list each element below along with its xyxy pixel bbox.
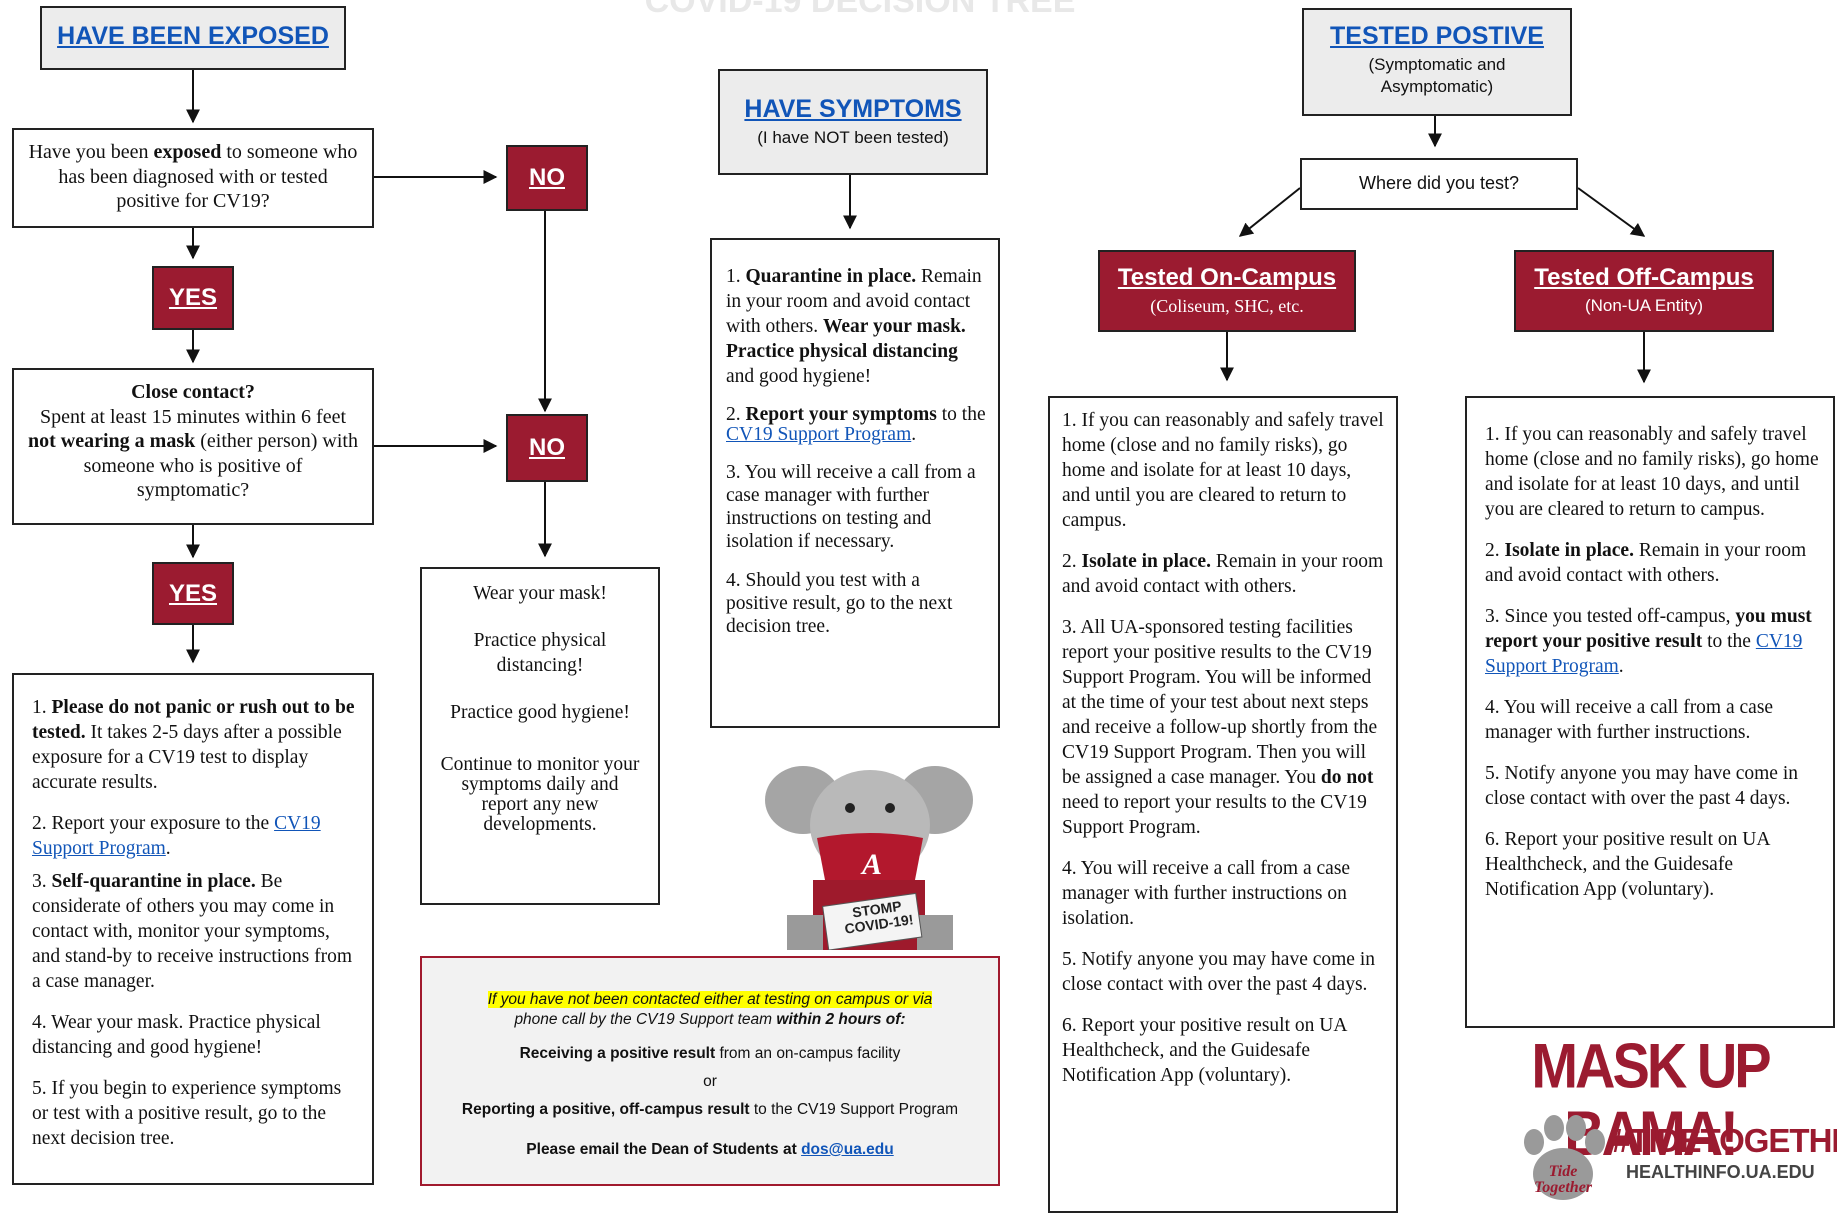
symptoms-header-box: HAVE SYMPTOMS (I have NOT been tested) bbox=[718, 69, 988, 175]
close-contact-title: Close contact? bbox=[131, 381, 255, 403]
q1-bold: exposed bbox=[153, 141, 222, 163]
exposed-step-2: 2. Report your exposure to the CV19 Supp… bbox=[32, 813, 321, 859]
advice-monitor: Continue to monitor your symptoms daily … bbox=[440, 754, 640, 835]
no-button-1[interactable]: NO bbox=[506, 145, 588, 211]
arrow-where-to-off bbox=[1577, 187, 1646, 237]
advice-distancing: Practice physical distancing! bbox=[473, 630, 607, 676]
yes-label-2: YES bbox=[168, 580, 218, 607]
tested-off-campus-button[interactable]: Tested Off-Campus (Non-UA Entity) bbox=[1514, 250, 1774, 332]
q1-text: Have you been bbox=[28, 141, 154, 163]
positive-sub-1: (Symptomatic and bbox=[1368, 55, 1506, 74]
symptoms-sub: (I have NOT been tested) bbox=[757, 128, 949, 147]
symptoms-step-1: 1. Quarantine in place. Remain in your r… bbox=[726, 266, 982, 387]
notice-item-1: Receiving a positive result from an on-c… bbox=[519, 1045, 901, 1062]
q2-text: Spent at least 15 minutes within 6 feet bbox=[39, 405, 347, 428]
off-campus-step-2: 2. Isolate in place. Remain in your room… bbox=[1485, 540, 1807, 586]
exposed-step-1: 1. Please do not panic or rush out to be… bbox=[32, 697, 355, 793]
elephant-mascot-image: A STOMP COVID-19! bbox=[755, 760, 985, 951]
yes-button-2[interactable]: YES bbox=[152, 562, 234, 625]
on-campus-step-4: 4. You will receive a call from a case m… bbox=[1062, 858, 1351, 929]
notice-item-2: Reporting a positive, off-campus result … bbox=[461, 1101, 959, 1118]
no-advice-box: Wear your mask! Practice physical distan… bbox=[420, 567, 660, 905]
off-campus-header: Tested Off-Campus bbox=[1534, 264, 1754, 291]
exposed-header: HAVE BEEN EXPOSED bbox=[57, 22, 329, 50]
on-campus-step-1: 1. If you can reasonably and safely trav… bbox=[1062, 410, 1384, 531]
yes-label-1: YES bbox=[168, 284, 218, 311]
symptoms-step-4: 4. Should you test with a positive resul… bbox=[726, 570, 953, 637]
notice-email-line: Please email the Dean of Students at dos… bbox=[526, 1141, 894, 1158]
exposed-question-box: Have you been exposed to someone who has… bbox=[12, 128, 374, 228]
exposed-steps-box: 1. Please do not panic or rush out to be… bbox=[12, 673, 374, 1185]
advice-mask: Wear your mask! bbox=[473, 583, 607, 604]
exposed-step-3: 3. Self-quarantine in place. Be consider… bbox=[32, 871, 353, 992]
dean-notice-box: If you have not been contacted either at… bbox=[420, 956, 1000, 1186]
notice-line-1: If you have not been contacted either at… bbox=[487, 991, 933, 1008]
symptoms-step-2: 2. Report your symptoms to the CV19 Supp… bbox=[726, 404, 986, 445]
cv19-support-link-1[interactable]: CV19 Support Program bbox=[32, 813, 321, 859]
no-button-2[interactable]: NO bbox=[506, 414, 588, 482]
mask-up-bama-logo: MASK UP BAMA! bbox=[1531, 1030, 1771, 1169]
exposed-step-5: 5. If you begin to experience symptoms o… bbox=[32, 1078, 342, 1149]
q2-text-end: (either person) with someone who is posi… bbox=[83, 430, 358, 501]
exposed-header-box: HAVE BEEN EXPOSED bbox=[40, 6, 346, 70]
positive-header: TESTED POSTIVE bbox=[1330, 22, 1544, 50]
exposed-step-4: 4. Wear your mask. Practice physical dis… bbox=[32, 1012, 321, 1058]
script-a-logo: A bbox=[861, 848, 882, 881]
symptoms-header: HAVE SYMPTOMS bbox=[744, 95, 962, 123]
off-campus-step-4: 4. You will receive a call from a case m… bbox=[1485, 697, 1774, 743]
yes-button-1[interactable]: YES bbox=[152, 266, 234, 330]
where-tested-box: Where did you test? bbox=[1300, 158, 1578, 210]
no-label-2: NO bbox=[529, 434, 565, 461]
on-campus-step-6: 6. Report your positive result on UA Hea… bbox=[1062, 1015, 1347, 1086]
cv19-support-link-2[interactable]: CV19 Support Program bbox=[726, 424, 912, 445]
cv19-support-link-3[interactable]: CV19 Support Program bbox=[1485, 631, 1803, 677]
off-campus-step-1: 1. If you can reasonably and safely trav… bbox=[1485, 424, 1819, 520]
advice-hygiene: Practice good hygiene! bbox=[450, 702, 630, 723]
on-campus-steps-box: 1. If you can reasonably and safely trav… bbox=[1048, 396, 1398, 1213]
tested-on-campus-button[interactable]: Tested On-Campus (Coliseum, SHC, etc. bbox=[1098, 250, 1356, 332]
notice-or: or bbox=[703, 1073, 717, 1090]
tide-together-hashtag: #TIDETOGETHER bbox=[1612, 1122, 1837, 1159]
positive-sub-2: Asymptomatic) bbox=[1380, 77, 1494, 96]
close-contact-box: Close contact? Spent at least 15 minutes… bbox=[12, 368, 374, 525]
on-campus-header: Tested On-Campus bbox=[1117, 264, 1337, 291]
symptoms-step-3: 3. You will receive a call from a case m… bbox=[726, 462, 976, 552]
dos-email-link[interactable]: dos@ua.edu bbox=[801, 1141, 894, 1158]
q1-text-end: to someone who has been diagnosed with o… bbox=[58, 141, 358, 212]
tide-together-script: Tide Together bbox=[1533, 1163, 1593, 1196]
q2-bold: not wearing a mask bbox=[28, 430, 196, 452]
notice-line-2: phone call by the CV19 Support team with… bbox=[514, 1011, 906, 1028]
arrow-where-to-on bbox=[1238, 187, 1301, 237]
off-campus-step-3: 3. Since you tested off-campus, you must… bbox=[1485, 606, 1812, 677]
healthinfo-site: HEALTHINFO.UA.EDU bbox=[1626, 1162, 1815, 1182]
off-campus-step-6: 6. Report your positive result on UA Hea… bbox=[1485, 829, 1770, 900]
where-tested-label: Where did you test? bbox=[1358, 173, 1520, 193]
off-campus-step-5: 5. Notify anyone you may have come in cl… bbox=[1485, 763, 1798, 809]
positive-header-box: TESTED POSTIVE (Symptomatic and Asymptom… bbox=[1302, 8, 1572, 116]
off-campus-sub: (Non-UA Entity) bbox=[1584, 296, 1704, 315]
on-campus-sub: (Coliseum, SHC, etc. bbox=[1150, 296, 1304, 316]
paw-print-icon: Tide Together bbox=[1518, 1112, 1608, 1212]
on-campus-step-3: 3. All UA-sponsored testing facilities r… bbox=[1062, 617, 1378, 838]
no-label-1: NO bbox=[529, 164, 565, 191]
on-campus-step-5: 5. Notify anyone you may have come in cl… bbox=[1062, 949, 1375, 995]
off-campus-steps-box: 1. If you can reasonably and safely trav… bbox=[1465, 396, 1835, 1028]
on-campus-step-2: 2. Isolate in place. Remain in your room… bbox=[1062, 551, 1384, 597]
symptoms-steps-box: 1. Quarantine in place. Remain in your r… bbox=[710, 238, 1000, 728]
page-title: COVID-19 DECISION TREE bbox=[644, 0, 1076, 20]
